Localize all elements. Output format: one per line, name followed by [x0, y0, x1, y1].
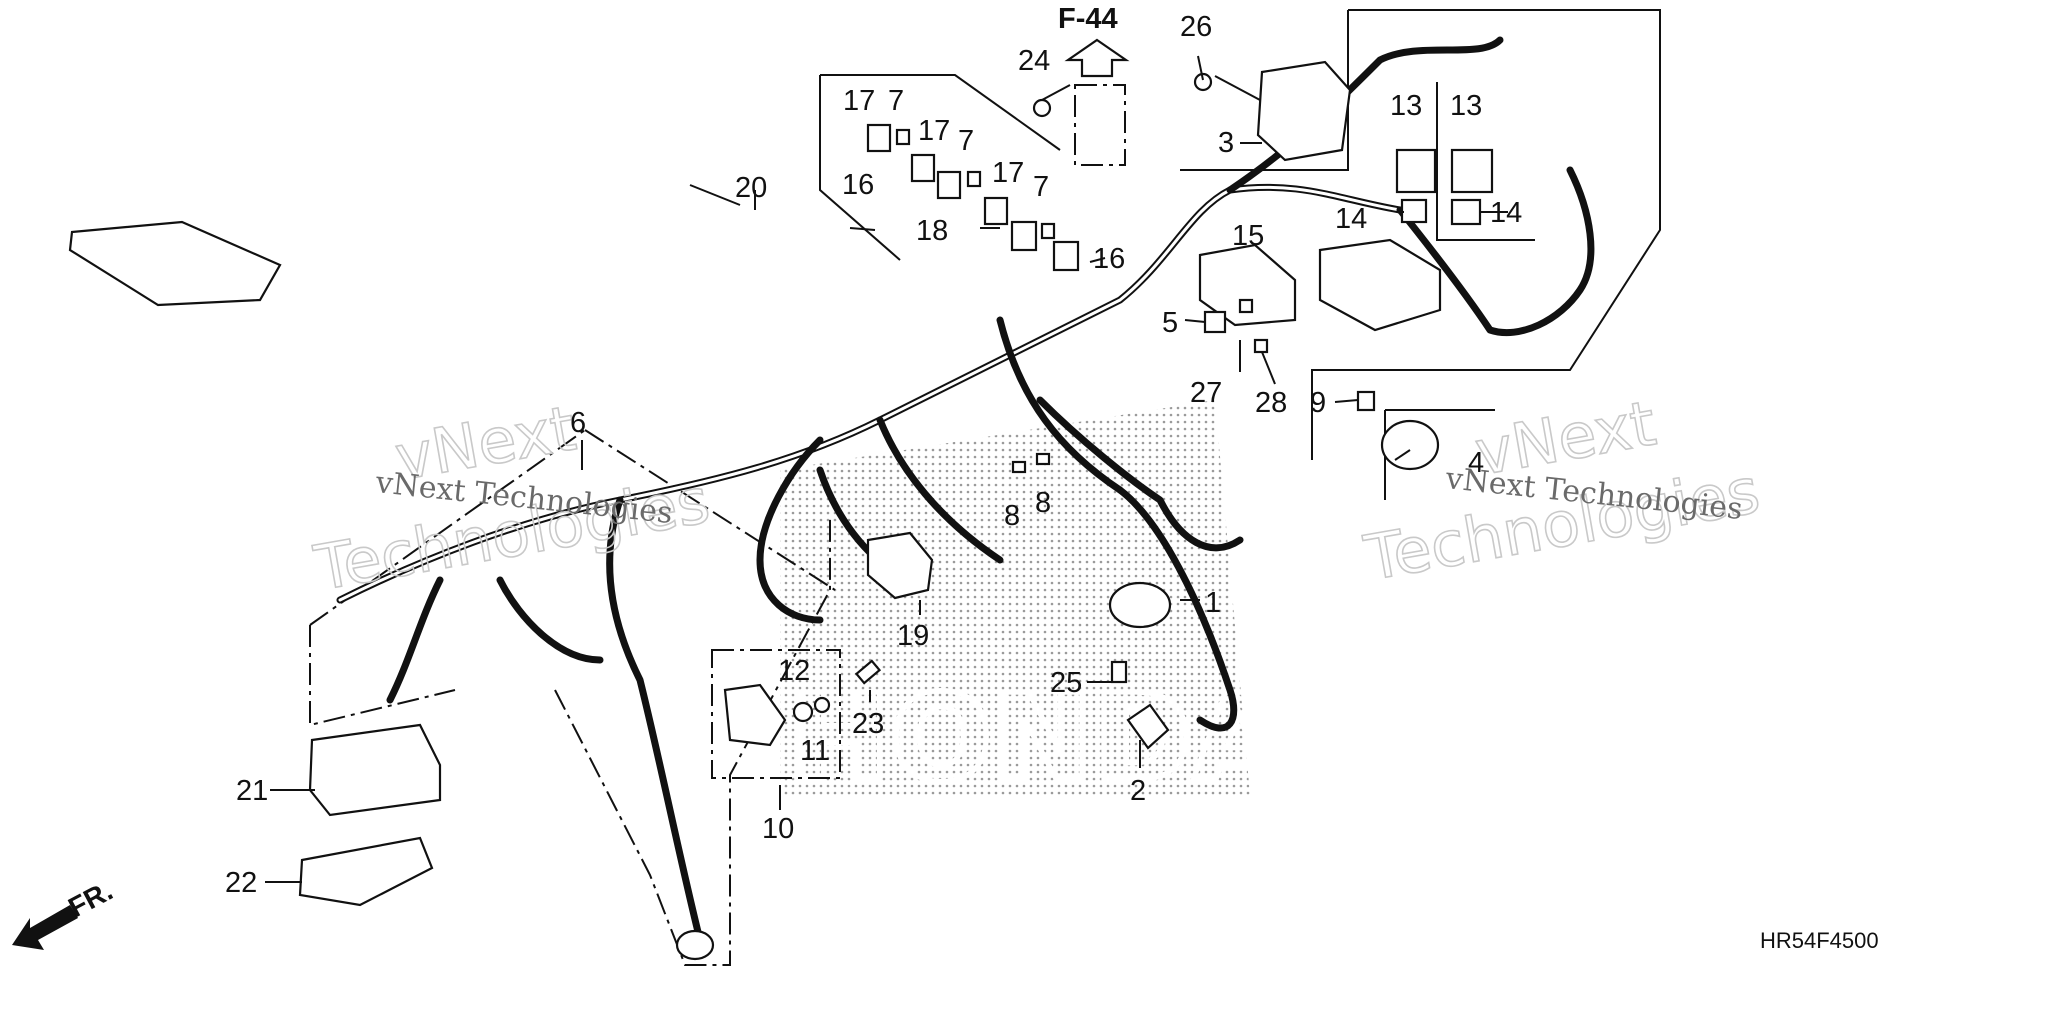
- callout-3: 3: [1218, 127, 1234, 159]
- callout-17c: 17: [992, 157, 1024, 189]
- callout-12: 12: [778, 655, 810, 687]
- callout-25: 25: [1050, 667, 1082, 699]
- callout-24: 24: [1018, 45, 1050, 77]
- callout-4: 4: [1468, 447, 1484, 479]
- callout-27: 27: [1190, 377, 1222, 409]
- callout-14b: 14: [1490, 197, 1522, 229]
- callout-8b: 8: [1035, 487, 1051, 519]
- callout-7c: 7: [1033, 171, 1049, 203]
- callout-15: 15: [1232, 220, 1264, 252]
- callout-11: 11: [800, 735, 830, 767]
- callout-23: 23: [852, 708, 884, 740]
- callout-10: 10: [762, 813, 794, 845]
- components: [68, 38, 1494, 961]
- callout-2: 2: [1130, 775, 1146, 807]
- ref-label-f44: F-44: [1058, 3, 1118, 35]
- callout-9: 9: [1310, 387, 1326, 419]
- callout-6: 6: [570, 407, 586, 439]
- callout-17a: 17: [843, 85, 875, 117]
- front-direction-indicator: FR.: [12, 875, 118, 950]
- leader-lines: [265, 55, 1508, 883]
- callout-28: 28: [1255, 387, 1287, 419]
- front-arrow-icon: [12, 905, 78, 950]
- callout-1: 1: [1205, 587, 1221, 619]
- callout-5: 5: [1162, 307, 1178, 339]
- callout-20: 20: [735, 172, 767, 204]
- callouts: F-44 1 2 3 4 5 6 7 7 7 8 8 9 10 11 12 13…: [225, 3, 1522, 899]
- callout-8a: 8: [1004, 500, 1020, 532]
- callout-22: 22: [225, 867, 257, 899]
- callout-14a: 14: [1335, 203, 1367, 235]
- callout-21: 21: [236, 775, 268, 807]
- callout-18: 18: [916, 215, 948, 247]
- callout-7a: 7: [888, 85, 904, 117]
- callout-19: 19: [897, 620, 929, 652]
- callout-13b: 13: [1450, 90, 1482, 122]
- callout-16b: 16: [1093, 243, 1125, 275]
- callout-17b: 17: [918, 115, 950, 147]
- group-outlines: [309, 9, 1661, 966]
- callout-13a: 13: [1390, 90, 1422, 122]
- diagram-code: HR54F4500: [1760, 928, 1879, 953]
- callout-7b: 7: [958, 125, 974, 157]
- callout-16a: 16: [842, 169, 874, 201]
- callout-26: 26: [1180, 11, 1212, 43]
